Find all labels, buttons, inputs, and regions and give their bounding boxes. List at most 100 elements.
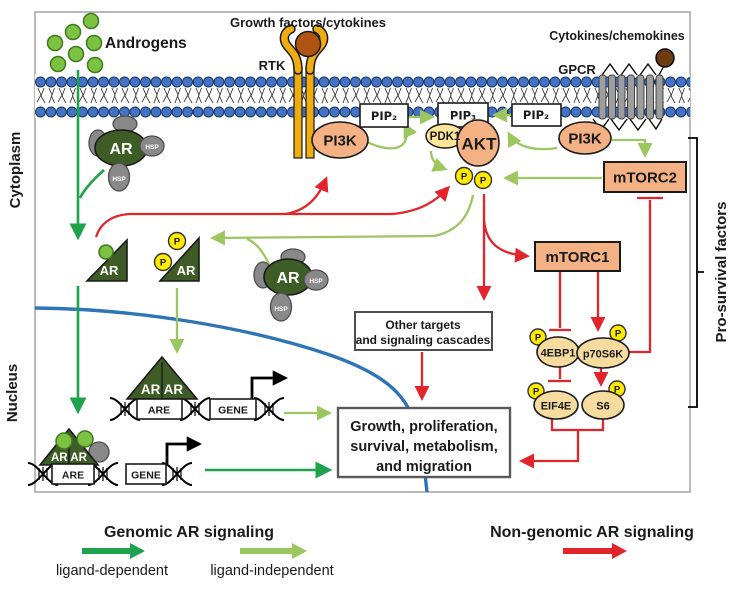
- gene-label: GENE: [218, 405, 248, 417]
- growth-line2: survival, metabolism,: [350, 439, 497, 455]
- phospho-label: P: [533, 387, 540, 398]
- arrow-akt-to-phospho-ar: [210, 194, 475, 246]
- growth-factors-label: Growth factors/cytokines: [230, 15, 386, 30]
- pi3k-left: [311, 121, 369, 159]
- inhibit-4ebp1-eif4e: [548, 366, 571, 383]
- ar-hsp-complex-2: AR HSP HSP: [253, 248, 329, 322]
- phospho-label: P: [461, 172, 468, 183]
- ligand-dependent-arrows: [69, 70, 333, 479]
- legend-ligand-independent: ligand-independent: [210, 563, 333, 579]
- nucleus-label: Nucleus: [4, 364, 21, 422]
- ar-hsp-complex-1: AR HSP HSP: [88, 115, 165, 192]
- legend-light-green-arrow: [240, 543, 307, 559]
- arrow-pi3k-right-to-pip3: [507, 131, 558, 151]
- mtorc2-box: [603, 161, 687, 193]
- arrow-arhsp-merge: [246, 237, 271, 265]
- cytokine-ligand: [655, 48, 675, 68]
- pi3k-label: PI3K: [568, 131, 602, 148]
- p70s6k-label: p70S6K: [583, 349, 623, 361]
- legend-genomic-title: Genomic AR signaling: [104, 524, 274, 541]
- phospho-label: P: [535, 333, 542, 344]
- gene-label: GENE: [131, 470, 161, 482]
- akt-phospho-1: [454, 166, 474, 186]
- other-targets-box: [354, 311, 493, 351]
- transcription-arrows: [165, 370, 289, 464]
- growth-line3: and migration: [376, 459, 472, 475]
- transcription-arrow-upper: [250, 370, 289, 399]
- hsp-label: HSP: [274, 306, 288, 313]
- coregulator: [88, 441, 110, 463]
- pip2-box-left: [359, 103, 409, 128]
- other-targets-line1: Other targets: [385, 318, 461, 332]
- mtorc1-box: [534, 241, 621, 272]
- hsp-label: HSP: [112, 176, 126, 183]
- hsp-label: HSP: [309, 278, 323, 285]
- transcription-arrow-lower: [165, 436, 203, 464]
- inhibit-p70s6k-mtorc2: [629, 196, 663, 354]
- arrow-akt-to-mtorc1: [482, 219, 530, 263]
- legend-ligand-dependent: ligand-dependent: [56, 563, 168, 579]
- akt-phospho-2: [473, 170, 493, 190]
- pip2-box-right: [511, 103, 562, 127]
- pip3-label: PIP₃: [450, 109, 476, 123]
- ar-dimer-label: AR AR: [51, 452, 88, 464]
- phospho-label: P: [614, 385, 621, 396]
- arrow-pi3k-left-to-pip3: [364, 122, 418, 150]
- rtk-receptor: [279, 24, 329, 159]
- ar-dimer-label: AR AR: [141, 382, 183, 397]
- are-label: ARE: [148, 405, 170, 417]
- ar-label: AR: [177, 263, 196, 278]
- liganded-ar: AR: [85, 238, 128, 282]
- gpcr-label: GPCR: [558, 62, 596, 77]
- ar-label: AR: [276, 270, 300, 287]
- growth-outcomes-box: [336, 406, 512, 479]
- arrow-ar-to-pi3k: [94, 176, 329, 238]
- mtorc2-label: mTORC2: [613, 170, 677, 187]
- legend: Genomic AR signaling Non-genomic AR sign…: [56, 524, 694, 579]
- s6-label: S6: [596, 401, 609, 413]
- s6: [581, 390, 625, 420]
- ar-dimer-dna-lower: AR AR ARE GENE: [27, 427, 193, 486]
- legend-red-arrow: [563, 543, 627, 559]
- ar-dimer-dna-upper: AR AR ARE GENE: [109, 355, 285, 421]
- cytokines-label: Cytokines/chemokines: [549, 29, 685, 43]
- hsp-label: HSP: [145, 144, 159, 151]
- ligand-independent-arrows: [169, 107, 653, 421]
- gpcr-receptor: [592, 48, 675, 132]
- arrow-ar-to-akt: [285, 185, 451, 216]
- androgens-label: Androgens: [105, 35, 187, 52]
- akt-label: AKT: [462, 135, 498, 154]
- phospho-ar: AR P P: [153, 231, 200, 282]
- other-targets-line2: and signaling cascades: [356, 333, 491, 347]
- growth-factor-ligand: [294, 30, 322, 58]
- ar-label: AR: [100, 263, 119, 278]
- mtorc1-label: mTORC1: [546, 249, 610, 266]
- phospho-label: P: [615, 329, 622, 340]
- arrow-hsp-release: [78, 169, 105, 199]
- arrow-pdk1-to-akt: [429, 150, 448, 172]
- phospho-label: P: [160, 258, 167, 269]
- p70s6k: [576, 337, 630, 369]
- pro-survival-bracket: [688, 137, 704, 408]
- eif4e-label: EIF4E: [541, 401, 572, 413]
- pip2-label: PIP₂: [371, 109, 397, 123]
- inhibit-mtorc1-4ebp1: [549, 271, 571, 332]
- diagram-border: [34, 11, 691, 493]
- eif4e: [533, 390, 579, 420]
- akt: [456, 119, 500, 167]
- growth-line1: Growth, proliferation,: [350, 419, 497, 435]
- pdk1-label: PDK1: [430, 131, 461, 143]
- pi3k-right: [558, 121, 612, 155]
- non-genomic-arrows: [94, 176, 663, 461]
- phospho-label: P: [174, 237, 181, 248]
- pro-survival-label: Pro-survival factors: [713, 202, 730, 343]
- are-label: ARE: [62, 470, 84, 482]
- arrow-eif4e-s6-to-growth: [522, 419, 605, 461]
- pi3k-label: PI3K: [323, 133, 357, 150]
- rtk-label: RTK: [259, 58, 286, 73]
- pip2-label: PIP₂: [523, 108, 549, 122]
- arrow-pi3k-to-mtorc2: [612, 138, 653, 158]
- cytoplasm-label: Cytoplasm: [7, 132, 24, 209]
- legend-dark-green-arrow: [82, 543, 145, 559]
